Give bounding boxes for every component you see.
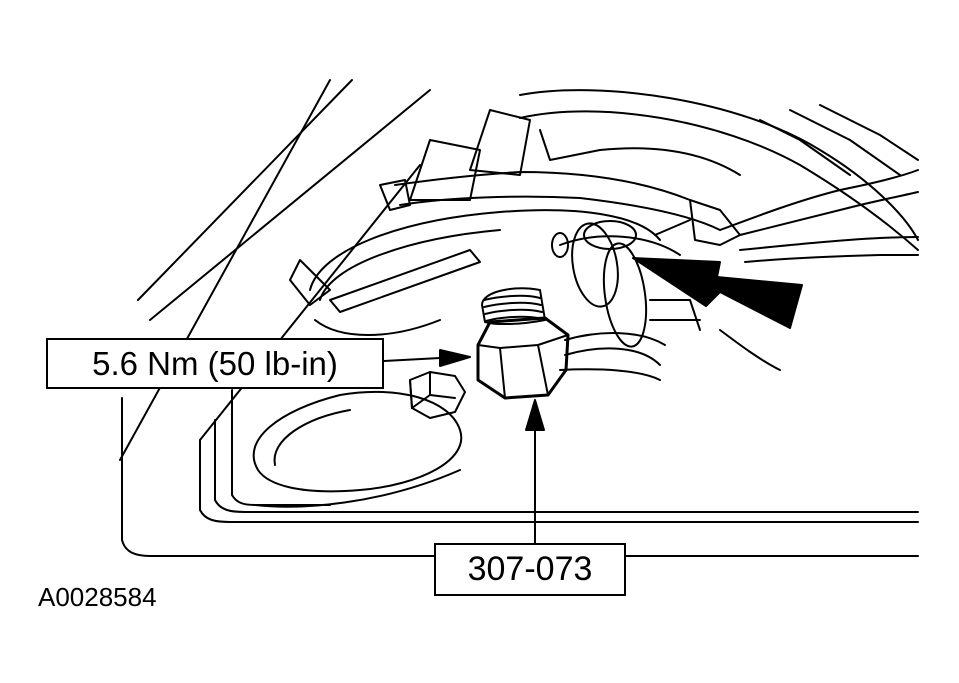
tool-arrowhead — [525, 399, 545, 431]
oil-filter-rings — [551, 219, 691, 381]
drain-plug — [476, 287, 570, 400]
torque-spec-label: 5.6 Nm (50 lb-in) — [92, 344, 338, 382]
tool-number-label: 307-073 — [467, 550, 593, 588]
small-hex-nut — [409, 371, 466, 419]
frame-lines — [119, 79, 431, 461]
figure-id-label: A0028584 — [38, 582, 157, 612]
torque-spec-callout: 5.6 Nm (50 lb-in) — [46, 338, 384, 389]
torque-arrowhead — [439, 349, 471, 367]
leader-arrows — [383, 349, 545, 544]
pointer-arrow — [632, 257, 803, 329]
housing-background — [379, 89, 919, 371]
oil-pan-sump — [252, 209, 661, 493]
oil-pan-edge — [121, 389, 919, 557]
special-tool-callout: 307-073 — [434, 543, 626, 596]
